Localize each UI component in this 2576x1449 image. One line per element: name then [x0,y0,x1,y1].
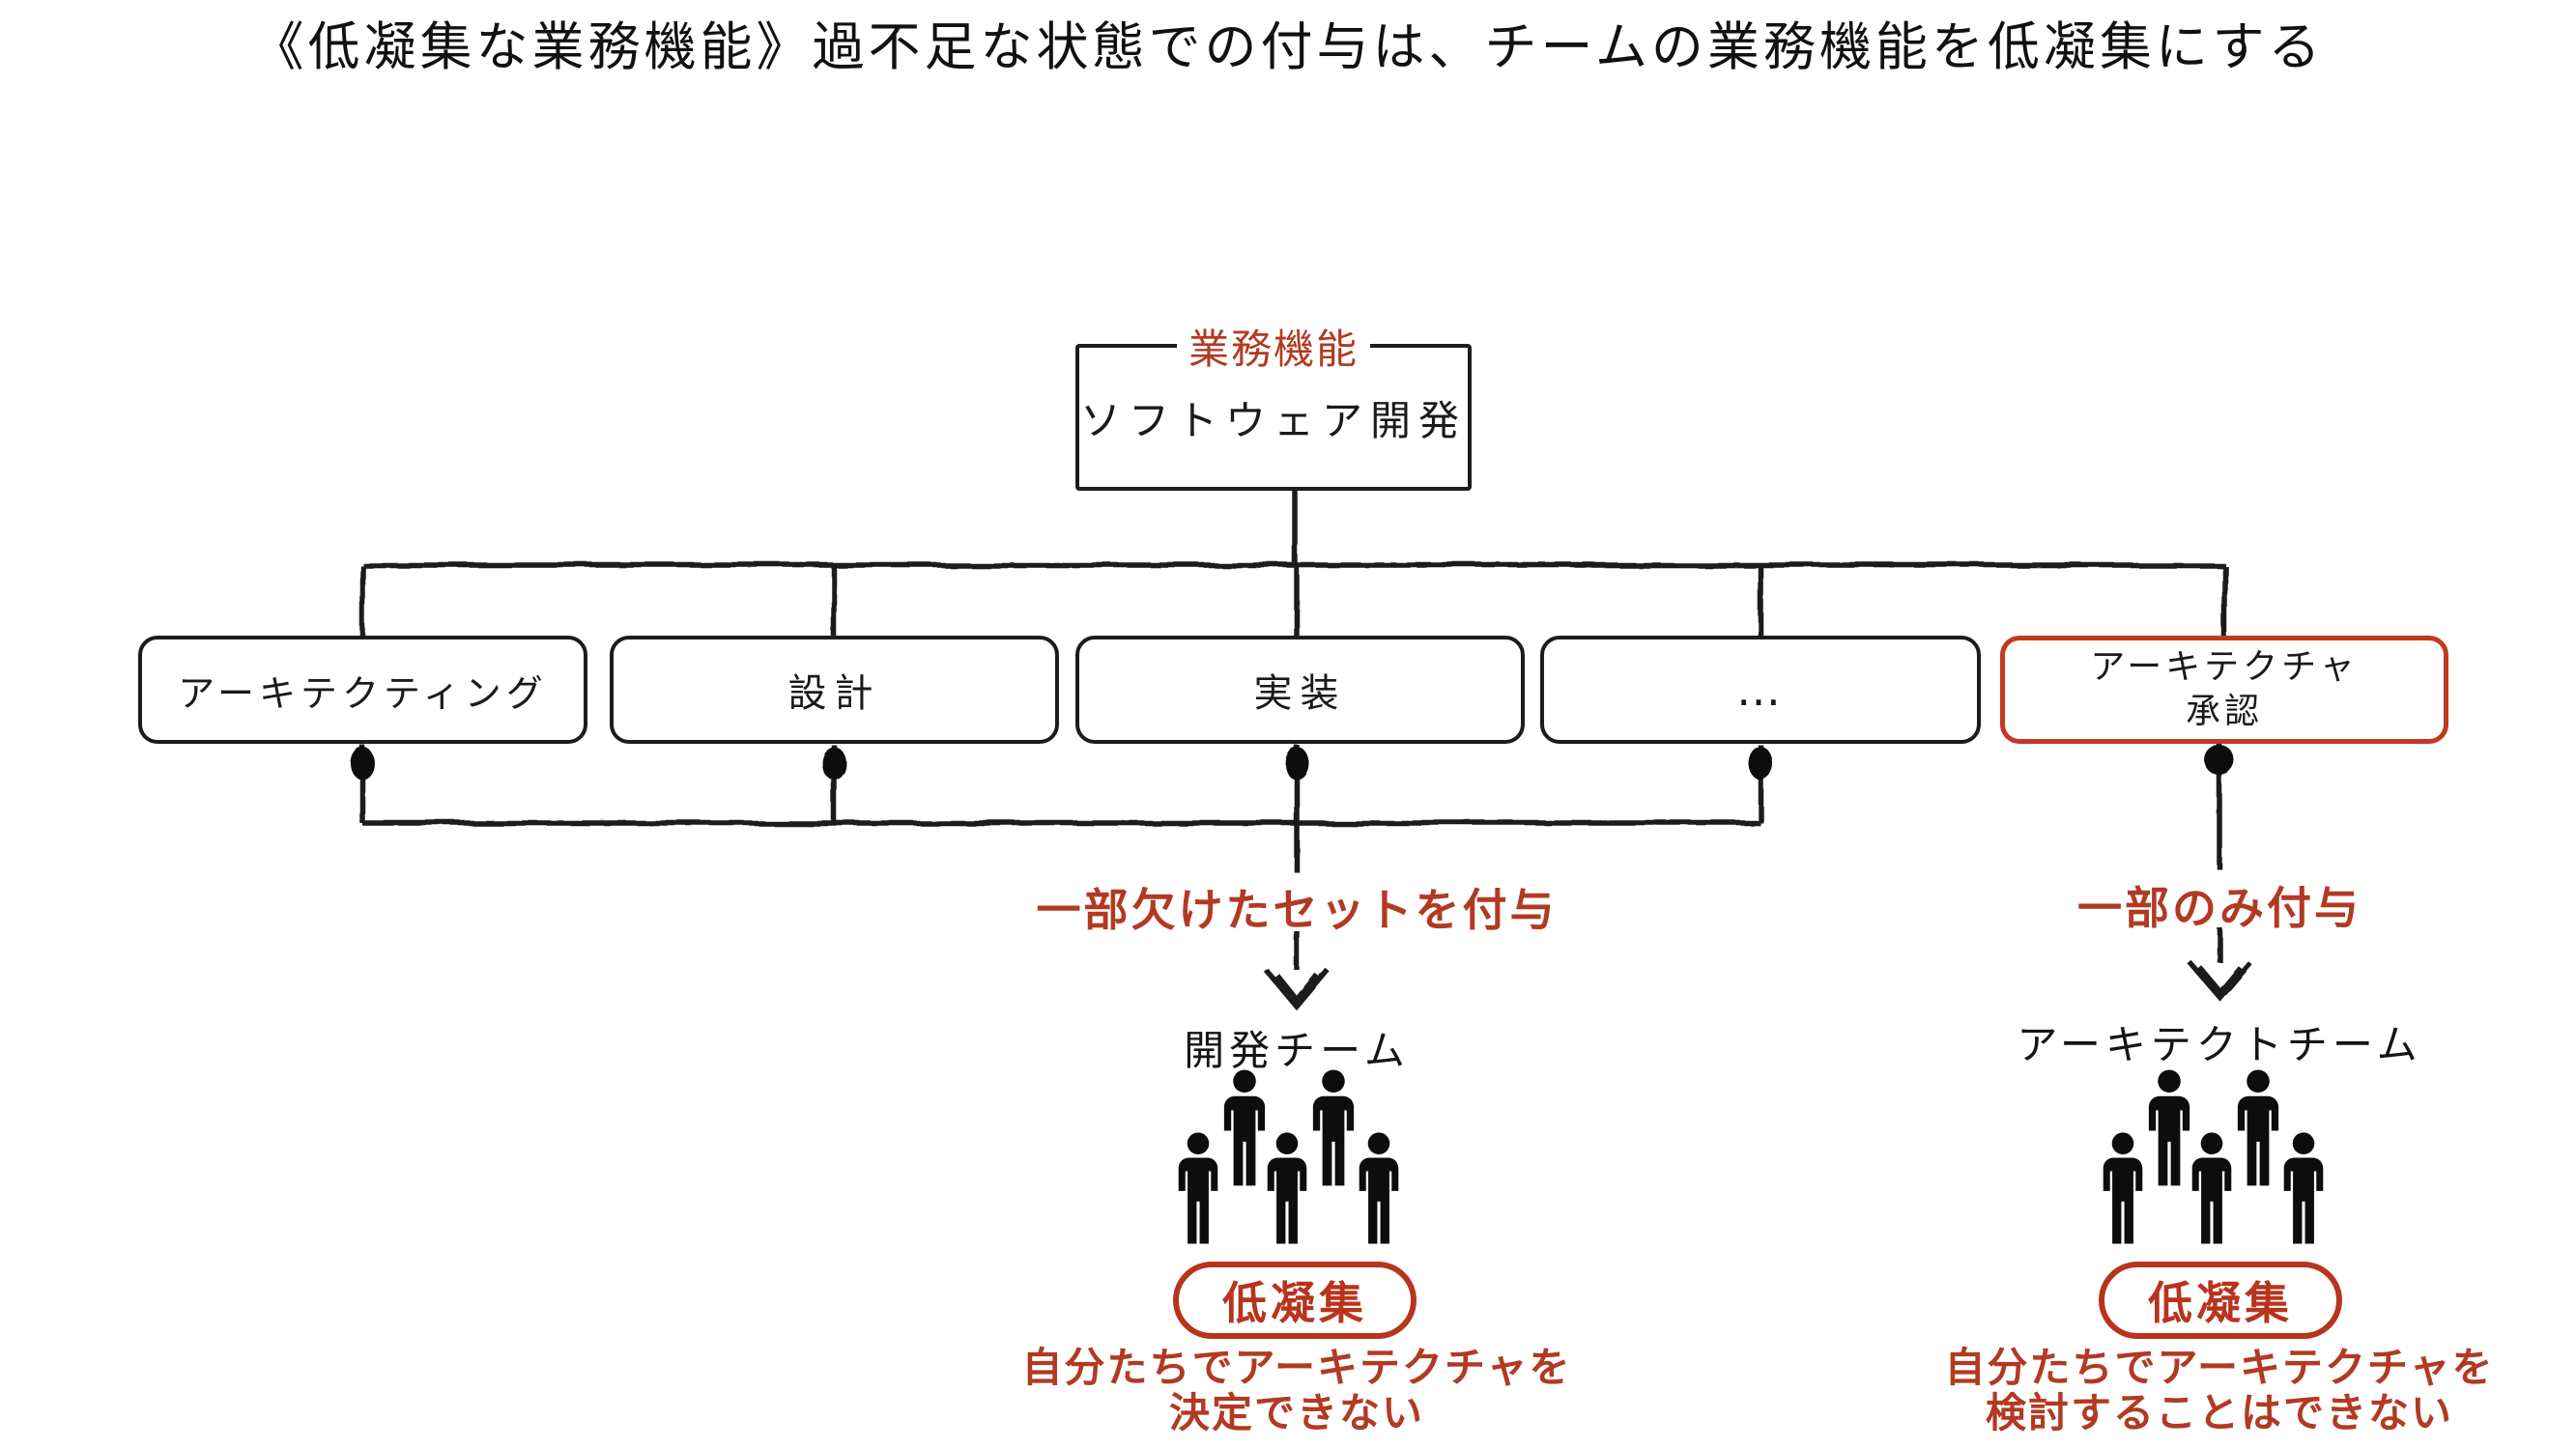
architect-team-note: 自分たちでアーキテクチャを 検討することはできない [1920,1345,2519,1435]
root-box-label: ソフトウェア開発 [1079,396,1467,444]
left-arrow-label: 一部欠けたセットを付与 [1036,884,1558,936]
dev-team-people [1178,1069,1399,1244]
person-icon [1223,1069,1266,1186]
person-icon [1178,1132,1218,1244]
person-icon [2191,1132,2232,1244]
function-box-label-line2: 承認 [2185,692,2263,731]
connector-dot-design [821,747,846,780]
person-icon [2148,1069,2190,1186]
person-icon [2237,1069,2279,1186]
left-arrowhead-icon [1263,968,1331,1011]
person-icon [2103,1132,2143,1244]
dev-team-label: 開発チーム [1184,1027,1410,1074]
function-box-architecture-approval: アーキテクチャ 承認 [2000,636,2448,744]
dev-team-note-line1: 自分たちでアーキテクチャを [1021,1344,1572,1391]
person-icon [2283,1132,2324,1244]
architect-team-low-cohesion-badge: 低凝集 [2099,1262,2342,1339]
function-box-implementation: 実装 [1075,636,1525,744]
architect-team-label: アーキテクトチーム [2017,1021,2422,1068]
architect-team-note-line1: 自分たちでアーキテクチャを [1944,1344,2495,1391]
person-icon [1312,1069,1355,1186]
dev-team-note-line2: 決定できない [1168,1389,1424,1436]
dev-team-note: 自分たちでアーキテクチャを 決定できない [997,1345,1596,1435]
root-box-tag-label: 業務機能 [1176,326,1370,373]
connector-dot-architecting [350,747,375,780]
function-box-ellipsis: … [1540,636,1981,744]
function-box-design: 設計 [610,636,1059,744]
person-icon [1359,1132,1399,1244]
root-box-tag: 業務機能 [1129,317,1418,376]
architect-team-people [2103,1069,2324,1244]
right-arrowhead-inner-icon [2196,965,2243,996]
function-box-label: アーキテクティング [178,671,548,715]
connector-dot-approval [2204,745,2235,776]
right-arrowhead-icon [2187,960,2252,1002]
dev-team-low-cohesion-badge: 低凝集 [1173,1262,1417,1339]
person-icon [1267,1132,1307,1244]
connector-dot-ellipsis [1748,747,1773,780]
left-arrowhead-inner-icon [1274,973,1320,1005]
architect-team-note-line2: 検討することはできない [1985,1389,2453,1436]
function-box-label: 実装 [1253,671,1347,716]
connector-dot-implementation [1284,747,1309,780]
function-box-label: … [1736,664,1785,716]
function-box-architecting: アーキテクティング [138,636,587,744]
page-title: 《低凝集な業務機能》過不足な状態での付与は、チームの業務機能を低凝集にする [251,16,2325,77]
right-arrow-label: 一部のみ付与 [2077,882,2361,934]
function-box-label: 設計 [787,671,881,716]
function-box-label-line1: アーキテクチャ [2090,647,2359,687]
